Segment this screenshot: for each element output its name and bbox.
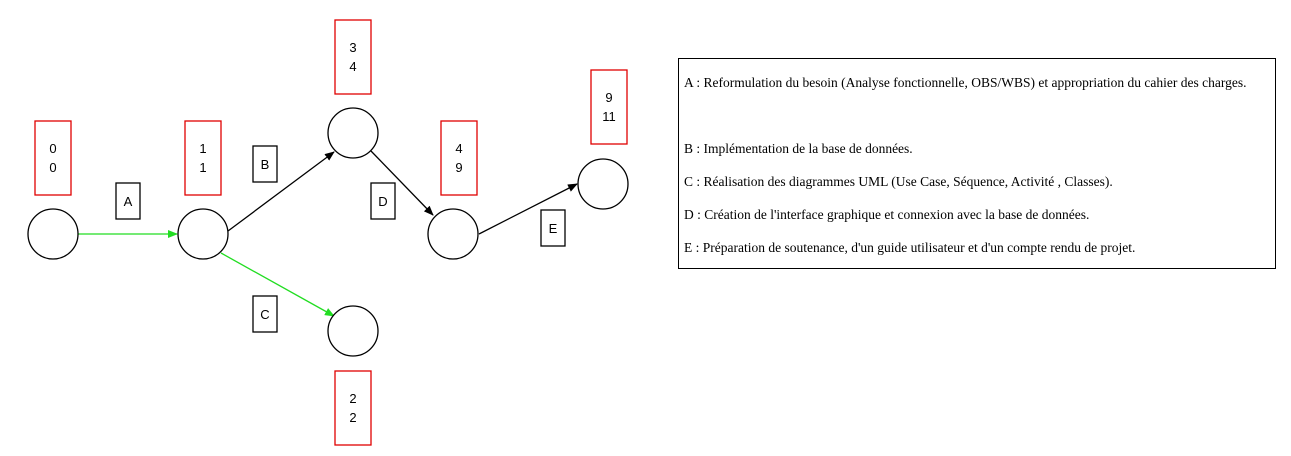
early-date: 3 bbox=[349, 40, 356, 55]
task-label-a: A bbox=[115, 182, 141, 220]
edge-d bbox=[370, 150, 434, 216]
event-node-3 bbox=[327, 107, 379, 159]
edge-b bbox=[227, 151, 335, 232]
task-label-c: C bbox=[252, 295, 278, 333]
task-label-d: D bbox=[370, 182, 396, 220]
edge-e bbox=[478, 183, 578, 235]
task-letter: C bbox=[260, 307, 269, 322]
pert-diagram: 0 0 1 1 3 4 4 9 9 11 2 2 A B C D bbox=[27, 19, 629, 446]
legend-item-a: A : Reformulation du besoin (Analyse fon… bbox=[684, 75, 1247, 90]
early-date: 0 bbox=[49, 141, 56, 156]
late-date: 4 bbox=[349, 59, 356, 74]
legend-item-d: D : Création de l'interface graphique et… bbox=[684, 207, 1090, 222]
task-letter: B bbox=[261, 157, 270, 172]
early-date: 9 bbox=[605, 90, 612, 105]
late-date: 11 bbox=[602, 109, 616, 124]
late-date: 2 bbox=[349, 410, 356, 425]
early-date: 4 bbox=[455, 141, 462, 156]
date-box-node-1: 0 0 bbox=[34, 120, 72, 196]
legend-item-e: E : Préparation de soutenance, d'un guid… bbox=[684, 240, 1136, 255]
late-date: 0 bbox=[49, 160, 56, 175]
late-date: 1 bbox=[199, 160, 206, 175]
early-date: 2 bbox=[349, 391, 356, 406]
date-box-node-5: 9 11 bbox=[590, 69, 628, 145]
task-label-e: E bbox=[540, 209, 566, 247]
task-letter: D bbox=[378, 194, 387, 209]
event-node-6 bbox=[327, 305, 379, 357]
edge-c bbox=[220, 252, 335, 317]
legend-item-b: B : Implémentation de la base de données… bbox=[684, 141, 913, 156]
date-box-node-4: 4 9 bbox=[440, 120, 478, 196]
date-box-node-6: 2 2 bbox=[334, 370, 372, 446]
date-box-node-2: 1 1 bbox=[184, 120, 222, 196]
late-date: 9 bbox=[455, 160, 462, 175]
legend-item-c: C : Réalisation des diagrammes UML (Use … bbox=[684, 174, 1113, 189]
task-letter: E bbox=[549, 221, 558, 236]
event-node-2 bbox=[177, 208, 229, 260]
task-letter: A bbox=[124, 194, 133, 209]
date-box-node-3: 3 4 bbox=[334, 19, 372, 95]
early-date: 1 bbox=[199, 141, 206, 156]
task-label-b: B bbox=[252, 145, 278, 183]
event-node-5 bbox=[577, 158, 629, 210]
event-node-4 bbox=[427, 208, 479, 260]
event-node-1 bbox=[27, 208, 79, 260]
task-legend: A : Reformulation du besoin (Analyse fon… bbox=[678, 58, 1276, 269]
